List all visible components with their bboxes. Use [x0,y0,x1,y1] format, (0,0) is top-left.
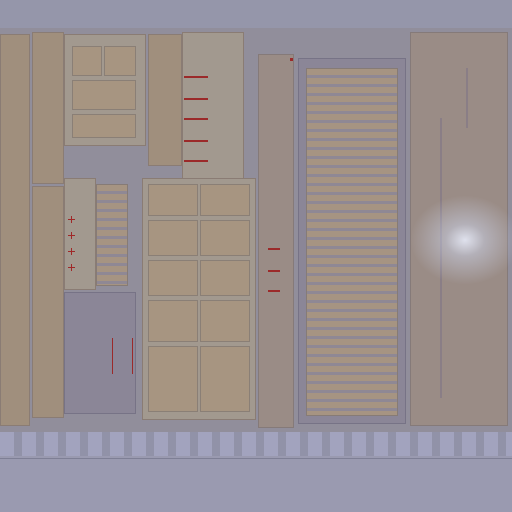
logic-cell-b4 [72,114,136,138]
marker-bar [184,160,208,162]
alignment-mark [68,248,75,255]
marker-bar [184,76,208,78]
bus-column [258,54,294,428]
logic-block-g [64,292,136,414]
logic-cell-b2 [104,46,136,76]
cache-bank [200,220,250,256]
cache-bank [148,260,198,296]
top-margin [0,0,512,28]
cache-bank [148,184,198,216]
marker-bar [184,118,208,120]
alignment-mark [68,232,75,239]
marker-bar [268,270,280,272]
logic-cell-b3 [72,80,136,110]
marker-bar [184,98,208,100]
cache-bank [200,346,250,412]
alignment-mark [68,264,75,271]
marker-line [132,338,133,374]
cache-bank [200,300,250,342]
marker-bar [184,140,208,142]
logic-block-a [32,32,64,184]
logic-block-d [182,32,244,184]
cache-bank [200,260,250,296]
scribe-line [0,458,512,459]
right-trace [466,68,468,128]
light-reflection [410,195,512,285]
marker-dot [290,58,293,61]
cache-bank [148,300,198,342]
marker-bar [268,248,280,250]
logic-block-e [32,186,64,418]
logic-cell-b1 [72,46,102,76]
memory-rows [306,68,398,416]
chip-die [0,28,512,432]
register-file [96,184,128,286]
cache-bank [148,346,198,412]
bond-pad-row [0,432,512,456]
marker-line [112,338,113,374]
logic-block-f [64,178,96,290]
marker-bar [268,290,280,292]
logic-block-c [148,34,182,166]
cache-bank [148,220,198,256]
cache-bank [200,184,250,216]
alignment-mark [68,216,75,223]
left-io-column [0,34,30,426]
